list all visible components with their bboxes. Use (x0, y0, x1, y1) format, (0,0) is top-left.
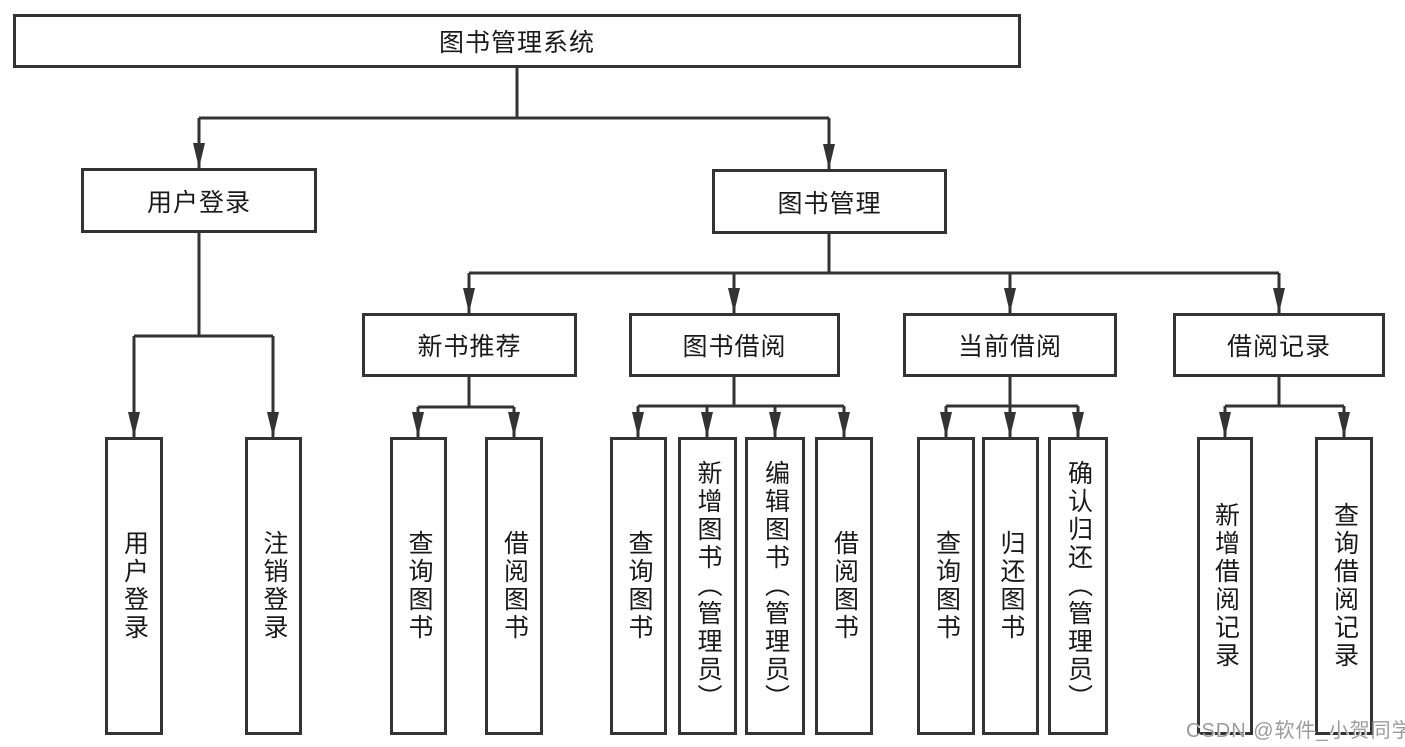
leaf-query-books-recommend: 查询图书 (390, 437, 447, 735)
edges-root-to-level2 (193, 68, 835, 169)
leaf-label: 查询图书 (932, 530, 961, 642)
leaf-label: 查询借阅记录 (1330, 502, 1359, 670)
leaf-label: 注销登录 (260, 530, 288, 642)
leaf-borrow-books-recommend: 借阅图书 (485, 437, 543, 735)
leaf-logout: 注销登录 (245, 437, 302, 735)
edges-borrow-records-to-leaves (1219, 377, 1350, 437)
leaf-label: 借阅图书 (830, 530, 859, 642)
leaf-confirm-return-admin: 确认归还（管理员） (1048, 437, 1108, 735)
leaf-query-borrow-record: 查询借阅记录 (1315, 437, 1373, 735)
leaf-user-login: 用户登录 (105, 437, 163, 735)
csdn-watermark: CSDN @软件_小贺同学 (1186, 720, 1405, 742)
node-root-system: 图书管理系统 (13, 14, 1021, 68)
node-user-login: 用户登录 (81, 168, 317, 233)
leaf-query-books-borrow: 查询图书 (610, 437, 667, 735)
node-current-borrow: 当前借阅 (903, 313, 1117, 377)
leaf-label: 新增图书（管理员） (694, 460, 722, 712)
leaf-label: 确认归还（管理员） (1064, 460, 1093, 712)
leaf-return-books: 归还图书 (982, 437, 1039, 735)
leaf-label: 归还图书 (997, 530, 1025, 642)
leaf-label: 查询图书 (405, 530, 433, 642)
leaf-borrow-books: 借阅图书 (815, 437, 873, 735)
node-borrow-records: 借阅记录 (1173, 313, 1385, 377)
node-book-borrow: 图书借阅 (629, 313, 840, 377)
edges-new-book-rec-to-leaves (412, 377, 520, 437)
leaf-label: 借阅图书 (500, 530, 529, 642)
edges-current-borrow-to-leaves (940, 377, 1084, 437)
leaf-add-books-admin: 新增图书（管理员） (678, 437, 737, 735)
leaf-label: 用户登录 (120, 530, 149, 642)
leaf-label: 查询图书 (625, 530, 653, 642)
node-new-book-recommend: 新书推荐 (362, 313, 577, 377)
leaf-add-borrow-record: 新增借阅记录 (1197, 437, 1253, 735)
leaf-label: 编辑图书（管理员） (761, 460, 790, 712)
edges-book-management-to-level3 (463, 234, 1285, 313)
edges-book-borrow-to-leaves (632, 377, 850, 437)
leaf-edit-books-admin: 编辑图书（管理员） (745, 437, 805, 735)
node-book-management: 图书管理 (712, 169, 947, 234)
leaf-query-books-current: 查询图书 (917, 437, 975, 735)
leaf-label: 新增借阅记录 (1211, 502, 1240, 670)
edges-user-login-to-leaves (128, 233, 279, 437)
